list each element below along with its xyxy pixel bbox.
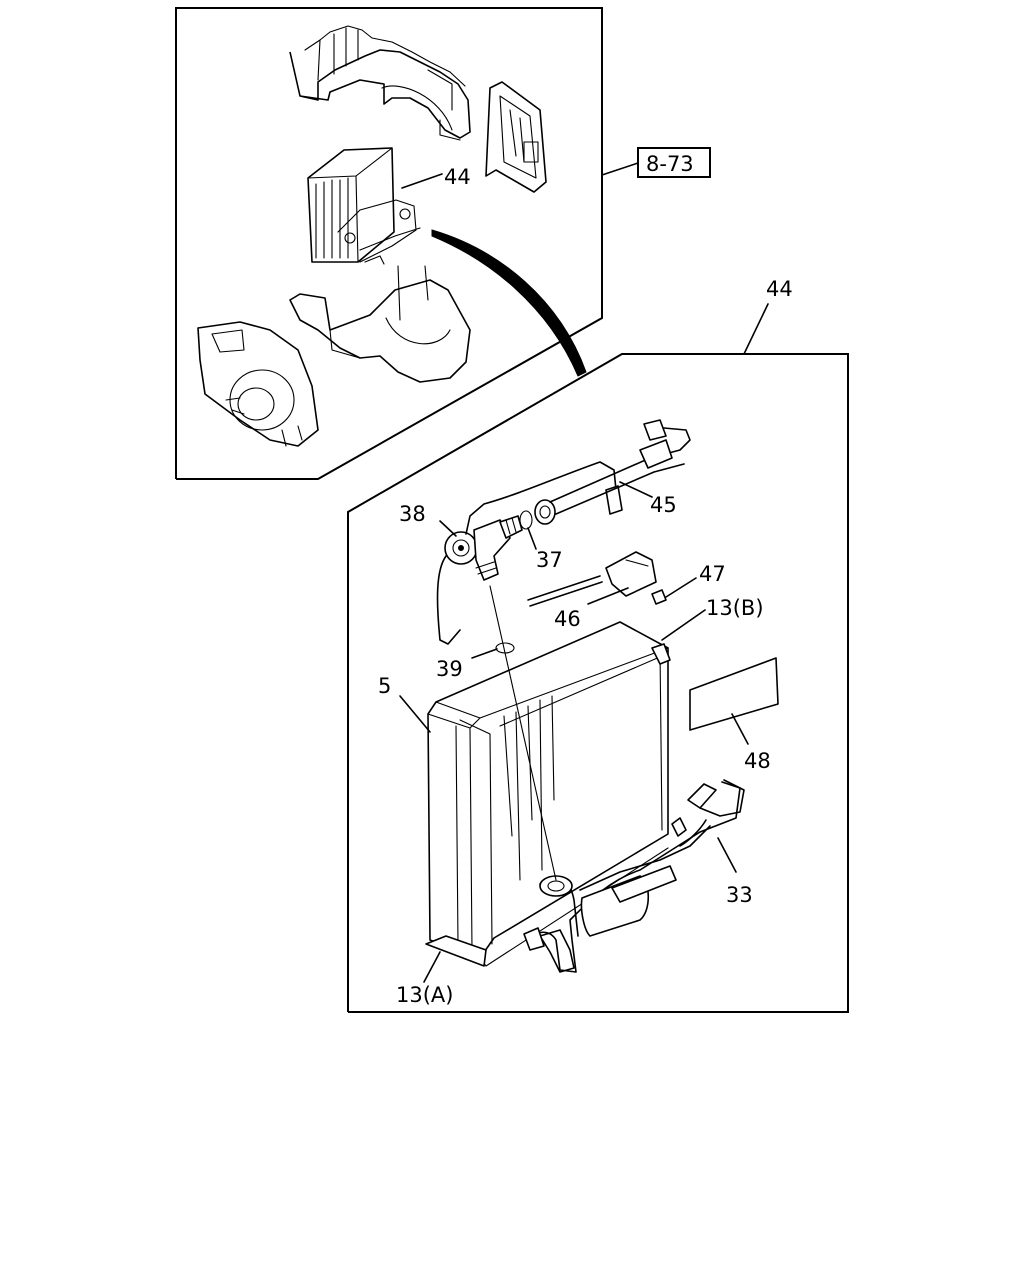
pipe-45-drawing (549, 419, 691, 515)
expansion-valve-drawing (436, 461, 623, 645)
detail-arrow (431, 229, 587, 377)
small-evaporator-drawing (307, 147, 443, 265)
callout-39: 39 (436, 657, 463, 681)
callout-48: 48 (744, 749, 771, 773)
reference-box: 8-73 (601, 147, 711, 178)
pipe-33-drawing (523, 779, 745, 973)
bracket-13b-drawing (651, 643, 671, 665)
callout-38: 38 (399, 502, 426, 526)
blower-unit-drawing (197, 321, 319, 447)
reference-label: 8-73 (646, 152, 694, 176)
upper-case-drawing (289, 25, 471, 141)
filter-panel-drawing (485, 81, 547, 193)
leader-lines (399, 481, 749, 983)
screw-47-drawing (651, 589, 667, 605)
callout-5: 5 (378, 674, 391, 698)
callout-37: 37 (536, 548, 563, 572)
callout-44-main: 44 (766, 277, 793, 301)
callout-46: 46 (554, 607, 581, 631)
bracket-13a-drawing (425, 935, 487, 967)
callout-44-top: 44 (444, 165, 471, 189)
pad-48-drawing (689, 657, 779, 731)
callout-13b: 13(B) (706, 596, 764, 620)
lower-case-drawing (289, 265, 471, 383)
callout-13a: 13(A) (396, 983, 453, 1007)
leader-44-main (743, 303, 769, 355)
detail-frame (347, 353, 849, 1013)
callout-45: 45 (650, 493, 677, 517)
sensor-46-drawing (527, 551, 657, 607)
oring-37-drawing (519, 499, 556, 530)
callout-labels: 44 44 45 38 37 47 46 13(B) 39 5 48 33 13… (378, 165, 793, 1007)
evaporator-core-drawing (427, 621, 669, 967)
assembly-guide-line (489, 585, 557, 881)
callout-47: 47 (699, 562, 726, 586)
callout-33: 33 (726, 883, 753, 907)
upper-assembly-frame (175, 7, 603, 480)
